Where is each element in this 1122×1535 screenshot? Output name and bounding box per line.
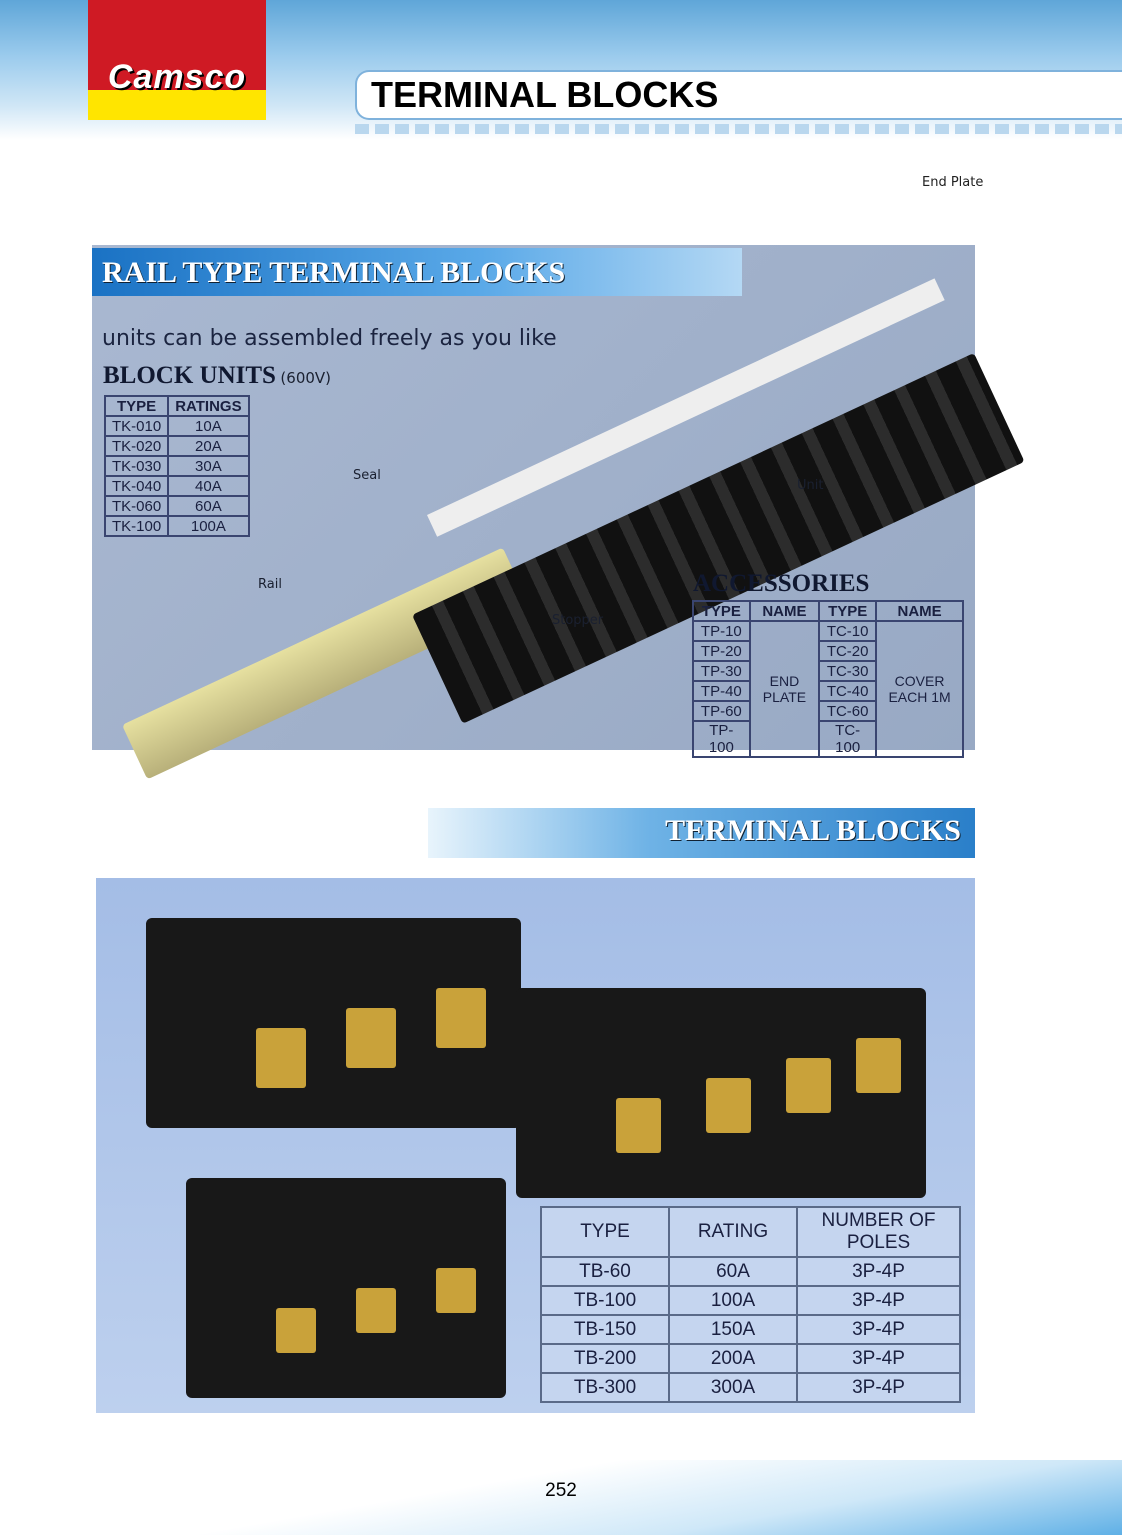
- brand-logo: Camsco: [88, 0, 266, 120]
- block-units-heading: BLOCK UNITS (600V): [103, 362, 332, 389]
- brass-contact: [856, 1038, 901, 1093]
- page-number: 252: [545, 1480, 577, 1501]
- callout-unit: Unit: [797, 478, 824, 493]
- terminal-section-title: TERMINAL BLOCKS: [428, 808, 975, 858]
- brass-contact: [706, 1078, 751, 1133]
- rail-section-title: RAIL TYPE TERMINAL BLOCKS: [92, 248, 742, 296]
- brass-contact: [346, 1008, 396, 1068]
- brass-contact: [616, 1098, 661, 1153]
- page-title: TERMINAL BLOCKS: [355, 70, 1122, 120]
- terminal-section-panel: [96, 878, 975, 1413]
- accessories-heading: ACCESSORIES: [693, 570, 870, 597]
- footer-decoration: [0, 1460, 1122, 1535]
- decorative-strip: [355, 124, 1122, 134]
- callout-stopper: Stopper: [552, 613, 604, 628]
- brass-contact: [436, 988, 486, 1048]
- brass-contact: [786, 1058, 831, 1113]
- brass-contact: [436, 1268, 476, 1313]
- callout-seal: Seal: [353, 468, 381, 483]
- tagline: units can be assembled freely as you lik…: [102, 326, 557, 351]
- callout-end-plate: End Plate: [922, 175, 984, 190]
- callout-rail: Rail: [258, 577, 282, 592]
- brass-contact: [256, 1028, 306, 1088]
- brass-contact: [356, 1288, 396, 1333]
- brass-contact: [276, 1308, 316, 1353]
